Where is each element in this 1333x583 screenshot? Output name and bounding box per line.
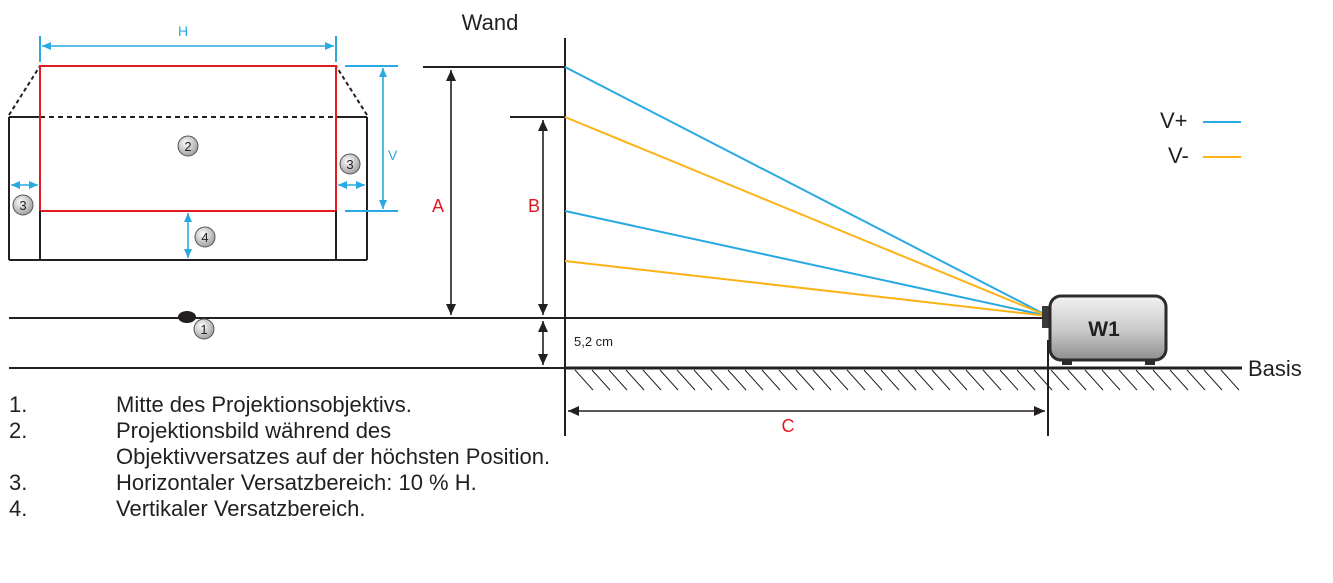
hatch-line (982, 369, 1002, 391)
hatch-line (608, 369, 628, 391)
legend-v-plus-label: V+ (1160, 108, 1188, 133)
hatch-line (999, 369, 1019, 391)
legend-v-minus-label: V- (1168, 143, 1189, 168)
note-item: 4. Vertikaler Versatzbereich. (0, 496, 560, 522)
note-text: Projektionsbild während des Objektivvers… (116, 418, 551, 469)
note-number: 2. (9, 418, 28, 443)
dimension-c: C (568, 340, 1049, 436)
v-plus-ray-top (564, 66, 1049, 317)
note-text: Horizontaler Versatzbereich: 10 % H. (116, 470, 477, 495)
projector: W1 (1042, 294, 1168, 365)
hatch-line (778, 369, 798, 391)
dimension-b-label: B (528, 196, 540, 216)
hatch-line (863, 369, 883, 391)
hatch-line (1084, 369, 1104, 391)
svg-text:1: 1 (200, 322, 207, 337)
base-surface: Basis (565, 356, 1302, 391)
hatch-line (1220, 369, 1240, 391)
width-label: H (178, 23, 188, 39)
hatch-line (1101, 369, 1121, 391)
hatch-line (1152, 369, 1172, 391)
hatch-line (659, 369, 679, 391)
note-text: Mitte des Projektionsobjektivs. (116, 392, 412, 417)
hatch-line (710, 369, 730, 391)
hatch-line (761, 369, 781, 391)
projector-label: W1 (1088, 318, 1120, 341)
marker-4: 4 (194, 226, 216, 248)
hatch-line (1033, 369, 1053, 391)
note-text: Vertikaler Versatzbereich. (116, 496, 366, 521)
hatch-line (1186, 369, 1206, 391)
v-minus-ray-top (564, 116, 1049, 317)
dimension-c-label: C (782, 416, 795, 436)
hatch-line (642, 369, 662, 391)
marker-1: 1 (193, 318, 215, 340)
legend: V+ V- (1160, 108, 1241, 168)
note-item: 1. Mitte des Projektionsobjektivs. (0, 392, 560, 418)
projection-rays (564, 66, 1049, 317)
note-number: 3. (9, 470, 28, 495)
lens-center-dot (178, 311, 196, 323)
hatch-line (1067, 369, 1087, 391)
projected-image-frame (39, 65, 337, 212)
height-dimension: V (345, 65, 398, 212)
hatch-line (1016, 369, 1036, 391)
height-label: V (388, 147, 398, 163)
hatch-line (880, 369, 900, 391)
hatch-line (948, 369, 968, 391)
hatch-line (829, 369, 849, 391)
marker-3-left: 3 (12, 194, 34, 216)
note-number: 1. (9, 392, 28, 417)
note-item: 3. Horizontaler Versatzbereich: 10 % H. (0, 470, 560, 496)
hatch-line (1050, 369, 1070, 391)
marker-2: 2 (177, 135, 199, 157)
width-dimension: H (39, 23, 337, 62)
svg-text:3: 3 (19, 198, 26, 213)
hatch-line (1169, 369, 1189, 391)
hatch-line (744, 369, 764, 391)
hatch-line (693, 369, 713, 391)
dimension-a-label: A (432, 196, 444, 216)
hatch-line (965, 369, 985, 391)
hatch-line (1118, 369, 1138, 391)
hatch-line (727, 369, 747, 391)
screen-outline (8, 65, 368, 261)
hatch-line (812, 369, 832, 391)
hatch-line (931, 369, 951, 391)
note-number: 4. (9, 496, 28, 521)
offset-label: 5,2 cm (574, 334, 613, 349)
hatch-line (1203, 369, 1223, 391)
base-label: Basis (1248, 356, 1302, 381)
dimension-a: A (423, 66, 565, 315)
hatch-line (846, 369, 866, 391)
note-item: 2. Projektionsbild während des Objektivve… (0, 418, 560, 470)
hatch-line (574, 369, 594, 391)
hatch-line (591, 369, 611, 391)
hatch-line (897, 369, 917, 391)
v-plus-ray-bottom (564, 210, 1049, 317)
marker-3-right: 3 (339, 153, 361, 175)
hatch-line (625, 369, 645, 391)
v-minus-ray-bottom (564, 260, 1049, 317)
wall-label: Wand (462, 10, 519, 35)
svg-text:3: 3 (346, 157, 353, 172)
hatch-line (1135, 369, 1155, 391)
offset-dimension: 5,2 cm (538, 321, 613, 365)
hatch-line (676, 369, 696, 391)
dimension-b: B (510, 116, 565, 315)
hatch-line (914, 369, 934, 391)
svg-text:2: 2 (184, 139, 191, 154)
svg-text:4: 4 (201, 230, 208, 245)
notes-list: 1. Mitte des Projektionsobjektivs. 2. Proje… (0, 392, 560, 522)
hatch-line (795, 369, 815, 391)
